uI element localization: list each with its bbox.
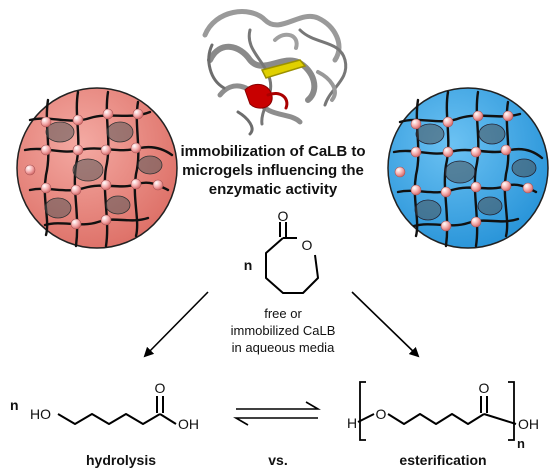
- repeat-bracket-right: [508, 381, 515, 441]
- polyester-end-h: H: [347, 415, 357, 431]
- monomer-n-label: n: [244, 257, 253, 273]
- headline: immobilization of CaLB to microgels infl…: [181, 143, 366, 198]
- polyester-ether-oxygen: O: [376, 406, 387, 422]
- reaction-conditions: free or immobilized CaLB in aqueous medi…: [231, 306, 336, 355]
- headline-line-2: microgels influencing the: [182, 162, 364, 179]
- conditions-line-3: in aqueous media: [232, 340, 335, 355]
- calb-protein-structure: [202, 9, 348, 136]
- arrow-to-esterification: [351, 291, 420, 358]
- acid-carbonyl-oxygen: O: [155, 380, 166, 396]
- headline-line-1: immobilization of CaLB to: [181, 143, 366, 160]
- reaction-arrows: [143, 291, 420, 358]
- repeat-bracket-left: [359, 381, 366, 441]
- hydrolysis-n-label: n: [10, 397, 19, 413]
- monomer-carbonyl-oxygen: O: [278, 208, 289, 224]
- label-hydrolysis: hydrolysis: [86, 452, 156, 468]
- conditions-line-1: free or: [264, 306, 302, 321]
- equilibrium-forward-arrow: [236, 401, 321, 410]
- arrow-to-hydrolysis: [143, 291, 209, 358]
- headline-line-3: enzymatic activity: [209, 181, 338, 198]
- caprolactone-monomer: O O n: [244, 208, 319, 294]
- ligand-highlight: [260, 59, 307, 79]
- bottom-labels: hydrolysis vs. esterification: [86, 452, 487, 468]
- acid-hydroxyl: OH: [178, 416, 199, 432]
- hydroxyl-label: HO: [30, 406, 51, 422]
- label-vs: vs.: [268, 452, 287, 468]
- enzyme-cluster-right: [414, 123, 537, 221]
- monomer-ring-oxygen: O: [302, 237, 313, 253]
- microgel-left: [16, 87, 178, 249]
- polycaprolactone: H O O OH n: [347, 380, 539, 451]
- crosslink-beads-right: [394, 110, 534, 232]
- equilibrium-reverse-arrow: [233, 417, 318, 426]
- hydroxyhexanoic-acid: n HO O OH: [10, 380, 199, 432]
- active-site-highlight: [244, 83, 273, 109]
- equilibrium-arrows: [233, 401, 321, 426]
- microgel-right: [387, 87, 549, 249]
- crosslink-beads-left: [24, 108, 164, 230]
- polyester-carbonyl-oxygen: O: [479, 380, 490, 396]
- label-esterification: esterification: [399, 452, 486, 468]
- polyester-repeat-n: n: [517, 436, 525, 451]
- enzyme-cluster-left: [44, 121, 163, 219]
- conditions-line-2: immobilized CaLB: [231, 323, 336, 338]
- polyester-end-oh: OH: [518, 416, 539, 432]
